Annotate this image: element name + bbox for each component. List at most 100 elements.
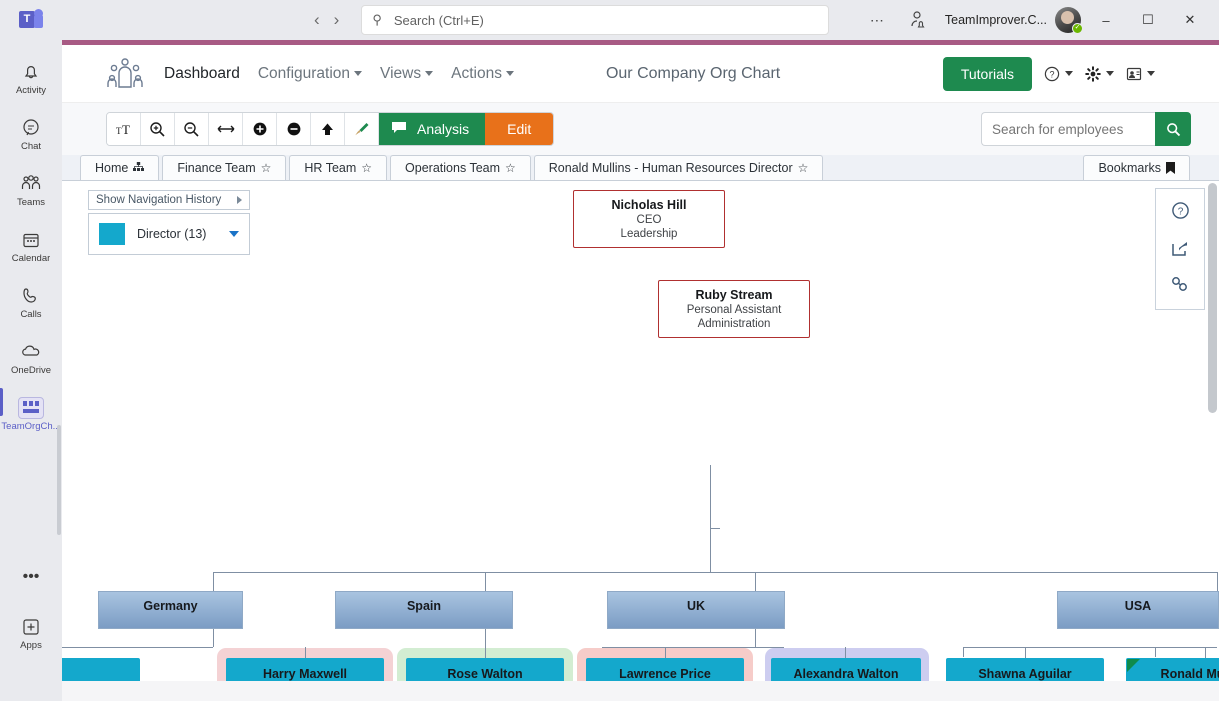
person-bell-icon[interactable] xyxy=(897,2,937,38)
org-node-assistant[interactable]: Ruby Stream Personal Assistant Administr… xyxy=(658,280,810,338)
minimize-button[interactable]: – xyxy=(1102,12,1110,28)
expand-all-icon[interactable] xyxy=(243,113,277,145)
settings-button[interactable] xyxy=(1085,65,1114,82)
sidebar-label: OneDrive xyxy=(10,364,52,376)
tab-hr-team[interactable]: HR Team☆ xyxy=(289,155,388,180)
more-apps-button[interactable]: ••• xyxy=(0,549,62,605)
close-button[interactable]: ✕ xyxy=(1184,12,1196,27)
ellipsis-icon[interactable]: ⋯ xyxy=(869,11,884,28)
sidebar-item-onedrive[interactable]: OneDrive xyxy=(0,330,62,386)
legend-dropdown[interactable]: Director (13) xyxy=(88,213,250,255)
employee-search-input[interactable] xyxy=(981,112,1155,146)
rail-scrollbar[interactable] xyxy=(57,425,61,535)
org-node-director-finance[interactable]: Harry Maxwell Finance Director Finance xyxy=(226,658,384,681)
org-node-director-hr[interactable]: Ronald Mullins Human Resources Director … xyxy=(1126,658,1219,681)
country-box-usa[interactable]: USA xyxy=(1057,591,1219,629)
org-node-ceo[interactable]: Nicholas Hill CEO Leadership xyxy=(573,190,725,248)
tab-bookmarks[interactable]: Bookmarks xyxy=(1083,155,1190,180)
chevron-down-icon[interactable] xyxy=(229,231,239,237)
connector xyxy=(1155,647,1156,657)
menu-views[interactable]: Views xyxy=(380,65,434,83)
presence-badge: ✓ xyxy=(1072,23,1083,34)
country-box-uk[interactable]: UK xyxy=(607,591,785,629)
maximize-button[interactable]: ☐ xyxy=(1142,12,1154,27)
chevron-down-icon xyxy=(1065,71,1073,76)
show-navigation-history-button[interactable]: Show Navigation History xyxy=(88,190,250,210)
analysis-label: Analysis xyxy=(417,121,470,137)
employee-search-button[interactable] xyxy=(1155,112,1191,146)
global-search-input[interactable]: ⚲ Search (Ctrl+E) xyxy=(361,5,830,35)
org-node-director-product[interactable]: Rose Walton Product Director Product Dev… xyxy=(406,658,564,681)
comment-icon xyxy=(391,121,407,137)
org-node-director-strategy[interactable]: Lawrence Price Strategy Director Strateg… xyxy=(586,658,744,681)
org-node-director-digital[interactable]: Alexandra Walton Digital Director Digita… xyxy=(771,658,921,681)
window-titlebar: T ‹ › ⚲ Search (Ctrl+E) ⋯ TeamImprover.C… xyxy=(0,0,1219,40)
profile-button[interactable] xyxy=(1126,66,1155,82)
sidebar-label: TeamOrgCh... xyxy=(1,420,61,432)
country-box-spain[interactable]: Spain xyxy=(335,591,513,629)
menu-configuration[interactable]: Configuration xyxy=(258,65,363,83)
menu-dashboard[interactable]: Dashboard xyxy=(164,64,240,82)
sidebar-item-teams[interactable]: Teams xyxy=(0,162,62,218)
canvas-vertical-scrollbar[interactable] xyxy=(1208,183,1217,413)
legend-label: Director (13) xyxy=(137,227,207,241)
connector xyxy=(305,647,306,659)
link-chain-icon[interactable] xyxy=(1170,276,1190,297)
calendar-icon xyxy=(19,229,43,251)
apps-button[interactable]: Apps xyxy=(0,605,62,661)
collapse-all-icon[interactable] xyxy=(277,113,311,145)
connector xyxy=(710,465,711,572)
org-node-director-operations[interactable]: Shawna Aguilar Operations Director Opera… xyxy=(946,658,1104,681)
back-icon[interactable]: ‹ xyxy=(314,10,320,29)
org-node-director-clipped[interactable] xyxy=(62,658,140,681)
connector xyxy=(963,647,964,657)
account-name[interactable]: TeamImprover.C... xyxy=(944,13,1047,27)
tab-operations-team[interactable]: Operations Team☆ xyxy=(390,155,531,180)
node-name: Ronald Mullins xyxy=(1160,666,1219,681)
help-circle-icon[interactable]: ? xyxy=(1171,201,1190,225)
sidebar-label: Teams xyxy=(17,196,45,208)
star-icon: ☆ xyxy=(260,161,272,175)
connector xyxy=(213,629,214,647)
fit-width-icon[interactable] xyxy=(209,113,243,145)
connector xyxy=(1205,647,1206,659)
node-name: Shawna Aguilar xyxy=(978,666,1072,681)
connector xyxy=(1025,647,1026,659)
page-title: Our Company Org Chart xyxy=(605,64,781,82)
tab-ronald-mullins[interactable]: Ronald Mullins - Human Resources Directo… xyxy=(533,155,824,180)
edit-button[interactable]: Edit xyxy=(485,113,554,145)
analysis-button[interactable]: Analysis xyxy=(379,113,486,145)
phone-icon xyxy=(19,285,43,307)
chevron-down-icon xyxy=(354,70,363,76)
bookmark-flag-icon xyxy=(1166,162,1175,174)
tab-home[interactable]: Home xyxy=(80,155,160,180)
sidebar-label: Activity xyxy=(15,84,47,96)
country-box-germany[interactable]: Germany xyxy=(98,591,243,629)
avatar[interactable]: ✓ xyxy=(1055,7,1083,34)
sidebar-item-calendar[interactable]: Calendar xyxy=(0,218,62,274)
node-dept: Administration xyxy=(697,317,771,330)
zoom-out-icon[interactable] xyxy=(175,113,209,145)
forward-icon[interactable]: › xyxy=(333,10,340,29)
move-up-icon[interactable] xyxy=(311,113,345,145)
sidebar-item-chat[interactable]: Chat xyxy=(0,106,62,162)
sidebar-item-calls[interactable]: Calls xyxy=(0,274,62,330)
tutorials-button[interactable]: Tutorials xyxy=(942,56,1032,91)
node-name: Rose Walton xyxy=(447,666,523,681)
sidebar-item-activity[interactable]: Activity xyxy=(0,50,62,106)
connector xyxy=(62,647,213,648)
sidebar-item-teamorgchart[interactable]: TeamOrgCh... xyxy=(0,386,62,442)
zoom-in-icon[interactable] xyxy=(141,113,175,145)
menu-actions[interactable]: Actions xyxy=(451,65,514,83)
share-export-icon[interactable] xyxy=(1171,239,1190,262)
tab-finance-team[interactable]: Finance Team☆ xyxy=(162,155,287,180)
svg-text:?: ? xyxy=(1049,69,1054,79)
titlebar-right: ⋯ TeamImprover.C... ✓ – ☐ ✕ xyxy=(857,1,1219,39)
search-icon: ⚲ xyxy=(372,12,382,27)
connector xyxy=(485,647,486,659)
help-button[interactable]: ? xyxy=(1044,66,1073,82)
paintbrush-icon[interactable] xyxy=(345,113,379,145)
org-chart-canvas[interactable]: Show Navigation History Director (13) ? xyxy=(62,181,1219,681)
